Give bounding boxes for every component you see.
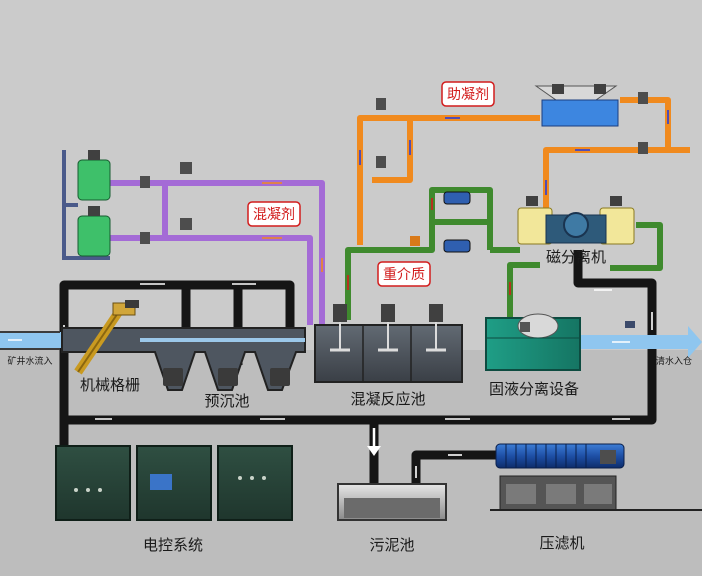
magnetic-separator	[517, 196, 635, 245]
coagulation-reaction-tank-label: 混凝反应池	[350, 390, 425, 408]
filter-press	[490, 443, 702, 511]
filter-press-label: 压滤机	[539, 534, 584, 552]
coagulation-reaction-tank	[314, 304, 463, 383]
heavy-medium-label: 重介质	[383, 267, 425, 283]
electric-control-system-label: 电控系统	[143, 536, 203, 554]
solid-liquid-separation-equipment	[485, 313, 581, 371]
sludge-tank	[337, 428, 447, 521]
water-channel	[0, 321, 702, 358]
coagulant-aid-dosing-tank	[534, 84, 619, 127]
coagulant-pipe-arrows	[262, 182, 323, 272]
heavy-medium-label-box: 重介质	[377, 261, 431, 287]
heavy-medium-pipe	[345, 187, 663, 320]
coagulant-aid-label-box: 助凝剂	[441, 81, 495, 107]
pre-settling-tank-label: 预沉池	[204, 392, 249, 410]
coagulant-pipe	[110, 180, 325, 325]
mine-water-inflow-label: 矿井水流入	[7, 355, 52, 367]
coagulant-label-box: 混凝剂	[247, 201, 301, 227]
sludge-tank-label: 污泥池	[369, 536, 414, 554]
electric-control-cabinets	[55, 445, 293, 521]
solid-liquid-separation-label: 固液分离设备	[489, 380, 579, 398]
aid-pipe-arrows	[359, 110, 669, 195]
coagulant-aid-label: 助凝剂	[447, 87, 489, 103]
pre-settling-tank	[61, 327, 306, 391]
mechanical-screen-label: 机械格栅	[80, 376, 140, 394]
valve-icons	[140, 92, 648, 246]
magnetic-separator-label: 磁分离机	[546, 248, 606, 266]
flow-meter-icon	[625, 321, 635, 328]
mechanical-screen-icon	[74, 300, 139, 375]
clear-water-outflow-label: 清水入仓	[656, 355, 692, 367]
heavy-medium-pumps	[443, 191, 471, 253]
coagulant-dosing-tanks	[62, 150, 111, 260]
heavy-medium-arrows	[347, 198, 511, 295]
coagulant-label: 混凝剂	[253, 207, 295, 223]
